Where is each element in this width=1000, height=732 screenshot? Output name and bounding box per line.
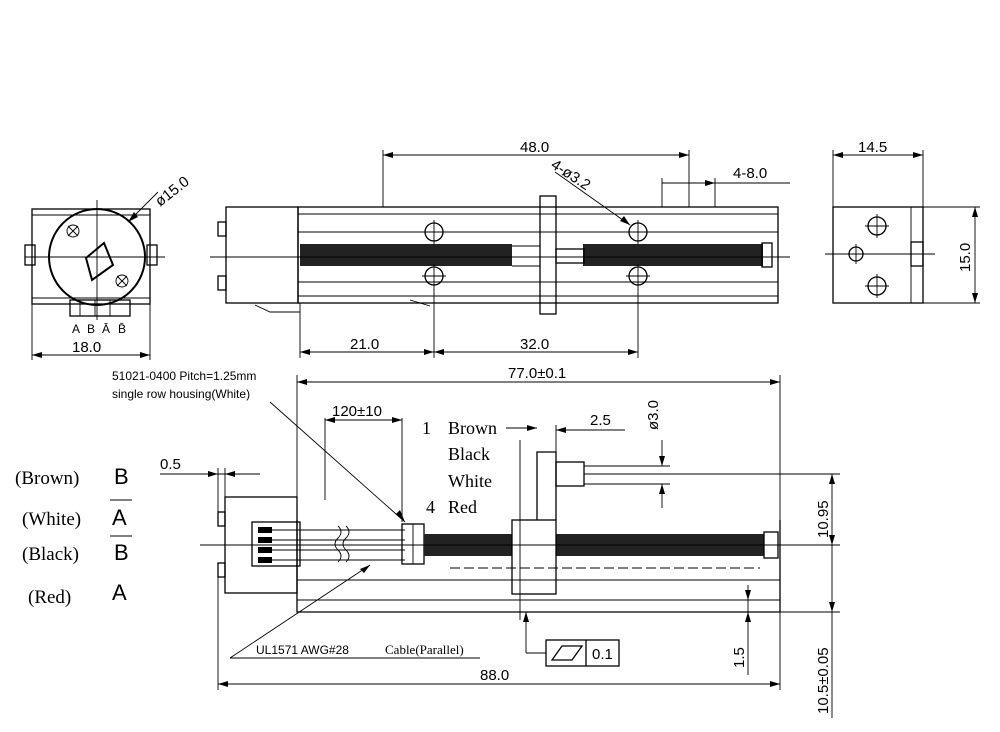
dim-boss-length: 2.5 <box>590 412 611 429</box>
dim-height-2: 10.5±0.05 <box>815 647 832 714</box>
top-view: 48.0 4-ø3.2 4-8.0 21.0 32.0 <box>210 139 790 358</box>
dim-rail-length: 48.0 <box>520 139 549 156</box>
flatness-icon <box>550 645 584 661</box>
wire-legend: (Brown) B (White) A (Black) B (Red) A <box>15 464 132 608</box>
flatness-value: 0.1 <box>592 646 613 663</box>
lead-screw-left <box>300 244 512 266</box>
pin-label-b-bar: B̄ <box>118 322 126 336</box>
dim-slot-range: 4-8.0 <box>733 165 767 182</box>
dim-height-1: 10.95 <box>815 500 832 538</box>
legend-color-white: (White) <box>22 509 81 530</box>
front-view: A B Ā B̄ ø15.0 18.0 <box>24 173 193 360</box>
note-connector-line1: 51021-0400 Pitch=1.25mm <box>112 369 256 383</box>
legend-color-red: (Red) <box>28 587 71 608</box>
pin-4-number: 4 <box>426 497 435 517</box>
rail-frame <box>297 206 779 304</box>
pin-color-white: White <box>448 471 492 491</box>
legend-phase-b: B <box>114 464 129 489</box>
legend-color-black: (Black) <box>22 544 79 565</box>
pin-label-a-bar: Ā <box>102 322 110 336</box>
dim-slider-holes: 4-ø3.2 <box>548 156 594 194</box>
nut-block <box>511 519 557 595</box>
dim-hole-offset-1: 21.0 <box>350 336 379 353</box>
pin-color-red: Red <box>448 497 477 517</box>
dim-side-height: 15.0 <box>957 243 974 272</box>
pin-label-b: B <box>87 322 95 336</box>
note-connector-line2: single row housing(White) <box>112 387 250 401</box>
note-cable: UL1571 AWG#28 <box>256 643 349 657</box>
legend-phase-a: A <box>112 580 127 605</box>
dim-overall-length: 88.0 <box>480 667 509 684</box>
legend-phase-b-bar: B <box>114 540 129 565</box>
side-view: 14.5 15.0 <box>825 139 980 304</box>
dim-hole-offset-2: 32.0 <box>520 336 549 353</box>
legend-color-brown: (Brown) <box>15 468 79 489</box>
pin-color-brown: Brown <box>448 418 497 438</box>
lead-screw-right <box>583 244 763 266</box>
shaft-flat <box>84 241 115 282</box>
dim-shaft-diameter: ø3.0 <box>645 400 662 430</box>
pin-color-black: Black <box>448 444 490 464</box>
legend-phase-a-bar: A <box>112 505 127 530</box>
flatness-frame <box>545 639 620 667</box>
pin-label-a: A <box>72 322 80 336</box>
dim-cable-length: 120±10 <box>332 403 382 420</box>
dim-flange-gap: 0.5 <box>160 456 181 473</box>
dim-side-width: 14.5 <box>858 139 887 156</box>
dim-front-width: 18.0 <box>72 339 101 356</box>
note-cable-suffix: Cable(Parallel) <box>385 642 464 657</box>
pin-1-number: 1 <box>422 418 431 438</box>
dim-front-diameter: ø15.0 <box>152 173 193 210</box>
elevation-view: 77.0±0.1 51021-0400 Pitch=1.25mm single … <box>112 365 840 718</box>
dim-base-thickness: 1.5 <box>731 647 748 668</box>
dim-overall-frame: 77.0±0.1 <box>508 365 566 382</box>
